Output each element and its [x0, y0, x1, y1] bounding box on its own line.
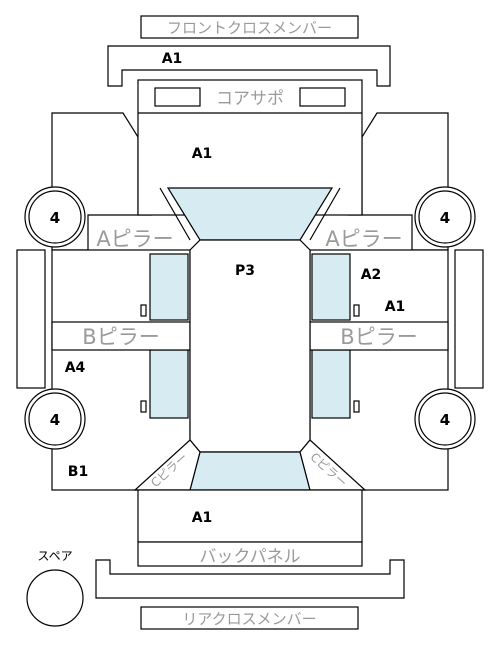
trunk-rank: A1 — [192, 510, 213, 526]
wheel-front-right-count: 4 — [440, 209, 450, 227]
left-front-door-handle — [140, 304, 147, 317]
roof-rank: P3 — [235, 263, 255, 279]
wheel-rear-left-count: 4 — [50, 411, 60, 429]
a-pillar-right-edge — [309, 187, 341, 241]
left-front-window — [149, 253, 189, 321]
rear-bumper — [95, 559, 405, 599]
wheel-front-left-count: 4 — [50, 209, 60, 227]
right-front-door-handle — [353, 304, 360, 317]
right-rear-door-handle — [353, 400, 360, 413]
core-support-label: コアサポ — [216, 89, 284, 109]
spare-tire — [26, 569, 84, 627]
b-pillar-right-label: Bピラー — [340, 325, 417, 349]
back-panel-box — [137, 541, 363, 567]
front-bumper-rank: A1 — [162, 51, 183, 67]
front-cross-member-box — [140, 15, 359, 39]
right-rear-window — [311, 349, 351, 419]
right-front-door-rank: A2 — [361, 267, 382, 283]
wheel-rear-right-count: 4 — [440, 411, 450, 429]
right-rear-door-rank: A1 — [385, 299, 406, 315]
front-bumper — [107, 45, 391, 87]
wheel-rear-left: 4 — [24, 388, 86, 450]
left-rear-door-rank: A4 — [65, 360, 86, 376]
b-pillar-left-label: Bピラー — [82, 325, 159, 349]
left-rear-window — [149, 349, 189, 419]
a-pillar-left-label: Aピラー — [96, 227, 173, 251]
left-b-pillar-band — [51, 321, 191, 351]
left-rear-quarter-rank: B1 — [68, 464, 88, 480]
core-support-right-box — [299, 87, 346, 107]
wheel-rear-right: 4 — [414, 388, 476, 450]
rear-cross-member-label: リアクロスメンバー — [182, 610, 316, 628]
front-cross-member-label: フロントクロスメンバー — [167, 19, 332, 37]
back-panel-label: バックパネル — [199, 547, 300, 567]
left-rear-door-handle — [140, 400, 147, 413]
windshield — [166, 187, 334, 241]
core-support-left-box — [154, 87, 201, 107]
right-front-window — [311, 253, 351, 321]
hood-rank: A1 — [192, 146, 213, 162]
left-rocker-panel — [16, 249, 46, 389]
a-pillar-right-label: Aピラー — [325, 227, 402, 251]
trunk-area — [137, 489, 363, 543]
wheel-front-right: 4 — [414, 186, 476, 248]
rear-window — [189, 451, 311, 491]
rear-cross-member-box — [140, 606, 359, 630]
right-rocker-panel — [454, 249, 484, 389]
right-b-pillar-band — [309, 321, 449, 351]
wheel-front-left: 4 — [24, 186, 86, 248]
spare-label: スペア — [37, 549, 72, 563]
a-pillar-left-edge — [159, 187, 191, 241]
